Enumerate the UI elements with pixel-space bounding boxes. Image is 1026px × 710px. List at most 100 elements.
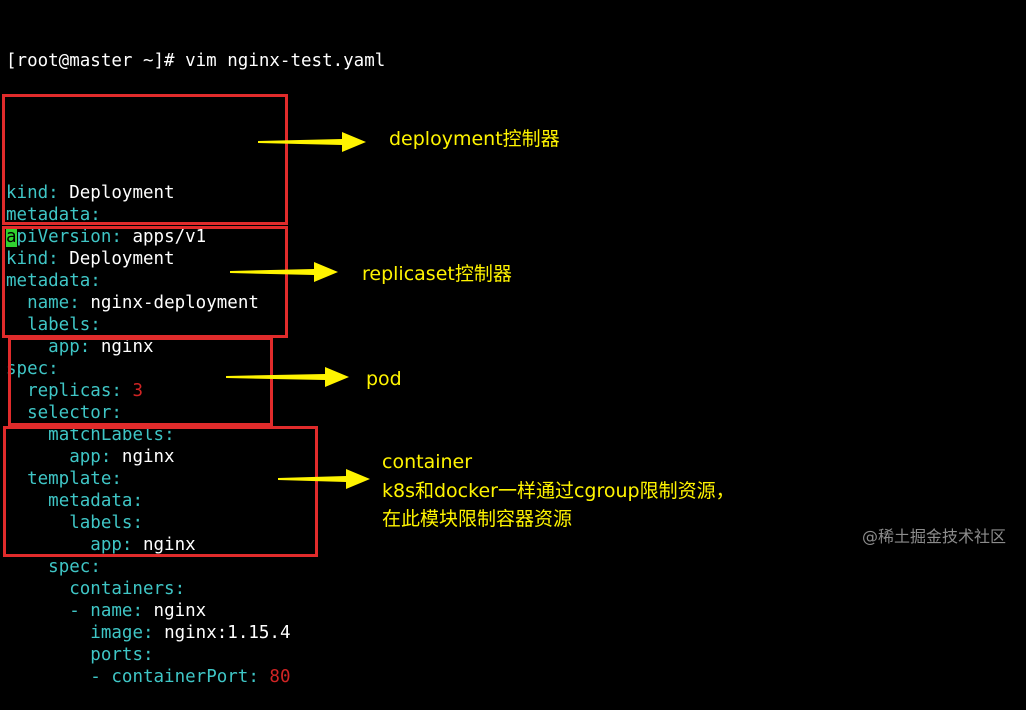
yaml-value: nginx <box>111 447 175 467</box>
yaml-colon: : <box>174 579 186 599</box>
replicaset-arrow-icon <box>230 262 338 282</box>
yaml-colon: : <box>164 425 175 445</box>
yaml-colon: : <box>111 381 122 401</box>
text-cursor: a <box>6 227 17 247</box>
shell-prompt: [root@master ~]# vim nginx-test.yaml <box>6 51 386 71</box>
yaml-list-dash: - <box>90 667 112 687</box>
yaml-line: metadata: <box>6 270 385 292</box>
yaml-value: Deployment <box>58 183 175 203</box>
yaml-value: nginx <box>90 337 154 357</box>
yaml-line: app: nginx <box>6 534 385 556</box>
yaml-value: nginx:1.15.4 <box>153 623 291 643</box>
yaml-line: app: nginx <box>6 446 385 468</box>
deployment-annotation: deployment控制器 <box>389 128 560 150</box>
container-box <box>3 426 318 557</box>
watermark: @稀土掘金技术社区 <box>861 527 1006 546</box>
yaml-line: replicas: 3 <box>6 380 385 402</box>
yaml-line: - containerPort: 80 <box>6 666 385 688</box>
yaml-key: template <box>27 469 112 489</box>
yaml-key: selector <box>27 403 112 423</box>
yaml-colon: : <box>121 535 133 555</box>
yaml-line: template: <box>6 468 385 490</box>
yaml-key: metadata <box>48 491 133 511</box>
yaml-key: ports <box>90 645 143 665</box>
yaml-colon: : <box>111 227 122 247</box>
yaml-colon: : <box>79 337 91 357</box>
yaml-colon: : <box>90 271 101 291</box>
yaml-list-dash: - <box>69 601 91 621</box>
yaml-line: metadata: <box>6 490 385 512</box>
yaml-colon: : <box>69 293 80 313</box>
yaml-indent <box>6 601 69 621</box>
yaml-line: containers: <box>6 578 385 600</box>
yaml-line: ports: <box>6 644 385 666</box>
yaml-colon: : <box>132 513 143 533</box>
yaml-value: 3 <box>121 381 143 401</box>
yaml-line: kind: Deployment <box>6 248 385 270</box>
yaml-key: labels <box>27 315 91 335</box>
yaml-key: labels <box>69 513 133 533</box>
yaml-line: spec: <box>6 358 385 380</box>
yaml-key: containers <box>69 579 175 599</box>
yaml-indent <box>6 667 90 687</box>
yaml-value: nginx <box>132 535 196 555</box>
yaml-line: image: nginx:1.15.4 <box>6 622 385 644</box>
container-annotation-line1: k8s和docker一样通过cgroup限制资源， <box>382 480 735 502</box>
container-annotation-line2: 在此模块限制容器资源 <box>382 508 573 530</box>
yaml-key: spec <box>48 557 91 577</box>
yaml-colon: : <box>90 315 101 335</box>
yaml-indent <box>6 579 69 599</box>
container-arrow-icon <box>278 469 370 489</box>
yaml-key: spec <box>6 359 49 379</box>
yaml-colon: : <box>248 667 259 687</box>
yaml-value: nginx <box>143 601 207 621</box>
yaml-key: image <box>90 623 143 643</box>
pod-annotation: pod <box>366 368 402 390</box>
pod-box <box>8 337 273 426</box>
yaml-key: app <box>69 447 101 467</box>
deployment-box <box>2 94 288 225</box>
yaml-colon: : <box>90 205 101 225</box>
yaml-line: apiVersion: apps/v1 <box>6 226 385 248</box>
yaml-colon: : <box>111 403 122 423</box>
deployment-arrow-icon <box>258 132 366 152</box>
yaml-line: labels: <box>6 512 385 534</box>
yaml-key: metadata <box>6 205 91 225</box>
yaml-key: name <box>27 293 70 313</box>
yaml-key: metadata <box>6 271 91 291</box>
yaml-key: app <box>48 337 80 357</box>
yaml-line: matchLabels: <box>6 424 385 446</box>
container-annotation-title: container <box>382 451 473 473</box>
pod-arrow-icon <box>226 367 349 387</box>
yaml-line: app: nginx <box>6 336 385 358</box>
yaml-key: matchLabels <box>48 425 165 445</box>
yaml-indent <box>6 557 48 577</box>
yaml-line: spec: <box>6 556 385 578</box>
yaml-key: replicas <box>27 381 112 401</box>
yaml-value: Deployment <box>58 249 175 269</box>
yaml-colon: : <box>132 491 143 511</box>
yaml-colon: : <box>48 249 59 269</box>
yaml-key: kind <box>6 249 49 269</box>
replicaset-box <box>2 226 288 338</box>
yaml-line: selector: <box>6 402 385 424</box>
yaml-key: kind <box>6 183 49 203</box>
yaml-colon: : <box>90 557 101 577</box>
yaml-line: metadata: <box>6 204 385 226</box>
yaml-line: labels: <box>6 314 385 336</box>
yaml-colon: : <box>111 469 122 489</box>
yaml-colon: : <box>48 183 59 203</box>
yaml-key: app <box>90 535 122 555</box>
yaml-key: containerPort <box>111 667 249 687</box>
yaml-key: name <box>90 601 133 621</box>
yaml-value: apps/v1 <box>121 227 207 247</box>
yaml-colon: : <box>132 601 143 621</box>
yaml-key: apiVersion <box>6 227 112 247</box>
yaml-colon: : <box>142 645 154 665</box>
yaml-indent <box>6 645 90 665</box>
yaml-colon: : <box>48 359 59 379</box>
yaml-value: 80 <box>258 667 291 687</box>
yaml-colon: : <box>100 447 112 467</box>
yaml-line: - name: nginx <box>6 600 385 622</box>
yaml-line: kind: Deployment <box>6 182 385 204</box>
